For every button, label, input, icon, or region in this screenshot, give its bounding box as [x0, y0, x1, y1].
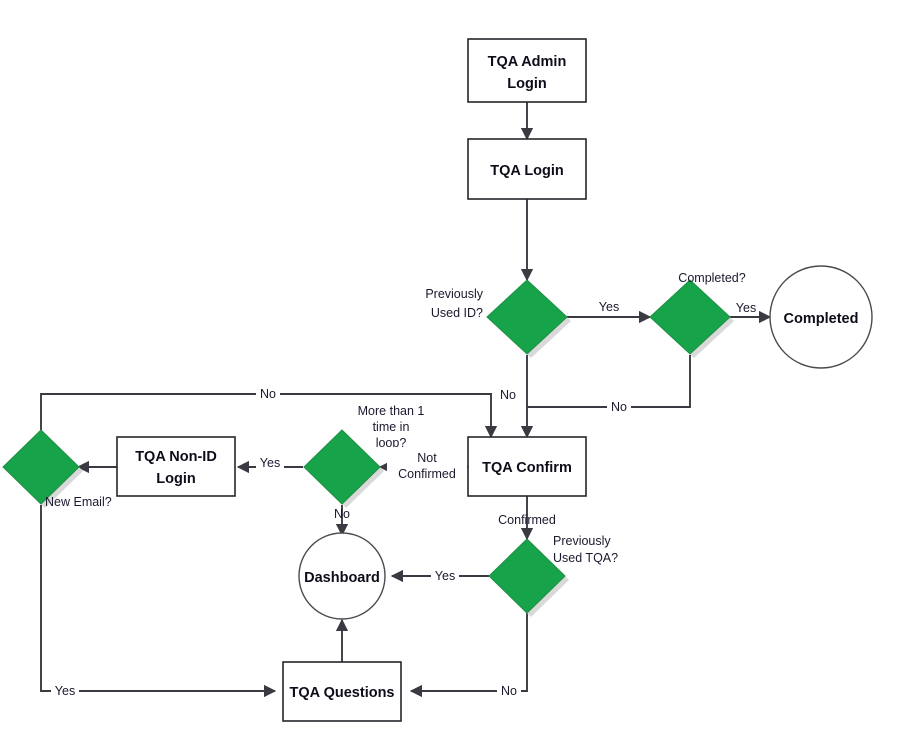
edge-label-prevtqa-no: No [497, 683, 521, 699]
edge-label-prevused-no: No [500, 388, 516, 402]
edge-label-text-prevused-yes: Yes [599, 300, 619, 314]
node-tqa-login[interactable]: TQA Login [467, 138, 587, 200]
node-label-completed-end: Completed [784, 311, 859, 327]
edge-label-newemail-yes: Yes [51, 683, 79, 699]
edge-label-text-prevtqa-yes: Yes [435, 569, 455, 583]
node-new-email[interactable] [2, 429, 83, 508]
node-label-tqa-non-id-login-l1: TQA Non-ID [135, 449, 217, 465]
node-previously-used-id[interactable] [486, 279, 571, 358]
edge-label-text-loop-yes: Yes [260, 456, 280, 470]
node-label-tqa-non-id-login-l2: Login [156, 471, 195, 487]
edge-label-loop-no: No [334, 507, 350, 521]
edge-newemail-yes [40, 505, 277, 698]
node-completed-question[interactable] [649, 279, 734, 358]
edge-label-text-confirm-notconfirmed-l2: Confirmed [398, 467, 456, 481]
node-tqa-non-id-login[interactable]: TQA Non-ID Login [116, 436, 236, 497]
edge-label-prevused-yes: Yes [595, 298, 623, 314]
edge-prevtqa-no [409, 613, 528, 698]
edge-label-text-newemail-no: No [260, 387, 276, 401]
dec-label-new-email: New Email? [45, 495, 112, 509]
node-previously-used-tqa[interactable] [488, 538, 569, 617]
edge-label-completedq-no: No [607, 399, 631, 415]
node-label-dashboard: Dashboard [304, 570, 380, 586]
node-dashboard[interactable]: Dashboard [298, 532, 386, 620]
dec-label-previously-used-id-l2: Used ID? [431, 306, 483, 320]
edge-label-completedq-yes: Yes [733, 300, 759, 315]
edge-label-prevtqa-yes: Yes [431, 567, 459, 583]
node-label-tqa-confirm: TQA Confirm [482, 460, 572, 476]
edge-label-newemail-no: No [256, 386, 280, 402]
edge-label-loop-yes: Yes [256, 454, 284, 470]
dec-label-more-than-1-loop-l3: loop? [376, 436, 407, 450]
node-label-tqa-questions: TQA Questions [290, 685, 395, 701]
dec-label-more-than-1-loop-l2: time in [373, 420, 410, 434]
edge-label-confirm-notconfirmed: Not Confirmed [387, 447, 467, 482]
node-more-than-1-loop[interactable] [303, 429, 384, 508]
edge-label-confirm-confirmed: Confirmed [498, 513, 556, 527]
edge-label-text-prevtqa-no: No [501, 684, 517, 698]
edge-label-text-confirm-notconfirmed-l1: Not [417, 451, 437, 465]
dec-label-previously-used-tqa-l2: Used TQA? [553, 551, 618, 565]
dec-label-previously-used-id-l1: Previously [425, 287, 483, 301]
edge-completedq-no [527, 355, 691, 408]
node-completed-end[interactable]: Completed [769, 265, 873, 369]
edge-label-text-newemail-yes: Yes [55, 684, 75, 698]
dec-label-completed-question: Completed? [678, 271, 745, 285]
node-label-tqa-admin-login-l1: TQA Admin [488, 54, 567, 70]
dec-label-previously-used-tqa-l1: Previously [553, 534, 611, 548]
node-tqa-admin-login[interactable]: TQA Admin Login [467, 38, 587, 103]
node-tqa-questions[interactable]: TQA Questions [282, 661, 402, 722]
dec-label-more-than-1-loop-l1: More than 1 [358, 404, 425, 418]
node-label-tqa-admin-login-l2: Login [507, 76, 546, 92]
edge-label-text-completedq-yes: Yes [736, 301, 756, 315]
edge-label-text-completedq-no: No [611, 400, 627, 414]
node-tqa-confirm[interactable]: TQA Confirm [467, 436, 587, 497]
node-label-tqa-login: TQA Login [490, 163, 564, 179]
